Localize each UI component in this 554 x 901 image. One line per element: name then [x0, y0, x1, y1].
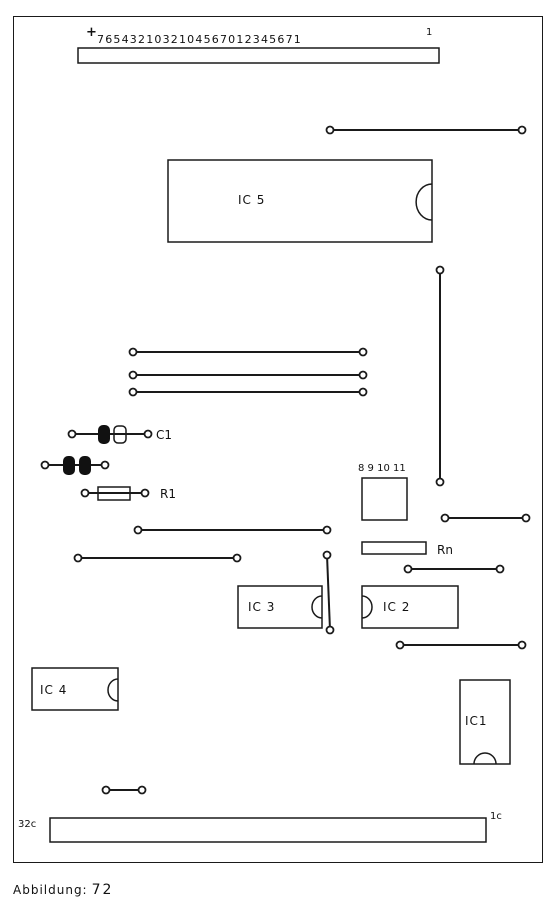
ic2-label: IC 2: [383, 600, 411, 614]
connector-pin-numbers: 7654321032104567012345671: [97, 33, 302, 46]
ic5-notch: [415, 183, 433, 221]
rn-pin-labels: 8 9 10 11: [358, 463, 406, 474]
top-connector: [77, 47, 440, 64]
figure-caption: Abbildung:72: [13, 882, 113, 898]
circuit-board-outline: [13, 16, 543, 863]
cap2-body-dark-b: [79, 456, 91, 475]
r1-label: R1: [160, 487, 176, 501]
ic1-body: [459, 679, 511, 765]
connector-plus-sign: +: [86, 25, 97, 40]
ic3-label: IC 3: [248, 600, 276, 614]
ic5-label: IC 5: [238, 193, 266, 207]
ic2-body: [361, 585, 459, 629]
ic4-body: [31, 667, 119, 711]
ic1-notch: [473, 752, 497, 765]
ic3-body: [237, 585, 323, 629]
c1-label: C1: [156, 428, 173, 442]
connector-pin-one: 1: [426, 27, 433, 38]
ic5-body: [167, 159, 433, 243]
bottom-connector-right-label: 1c: [490, 811, 502, 822]
caption-text: Abbildung:: [13, 883, 88, 897]
rn-label: Rn: [437, 543, 453, 557]
ic2-notch: [361, 595, 373, 619]
ic1-label: IC1: [465, 714, 488, 728]
rn-resistor-network: [361, 541, 427, 555]
bottom-connector-left-label: 32c: [18, 819, 37, 830]
ic4-notch: [107, 678, 119, 702]
bottom-connector: [49, 817, 487, 843]
ic3-notch: [311, 595, 323, 619]
rn-block: [361, 477, 408, 521]
c1-body-dark: [98, 425, 110, 444]
caption-number: 72: [91, 882, 114, 898]
ic4-label: IC 4: [40, 683, 68, 697]
jumper-vertical-mid: [326, 554, 331, 631]
cap2-body-dark-a: [63, 456, 75, 475]
